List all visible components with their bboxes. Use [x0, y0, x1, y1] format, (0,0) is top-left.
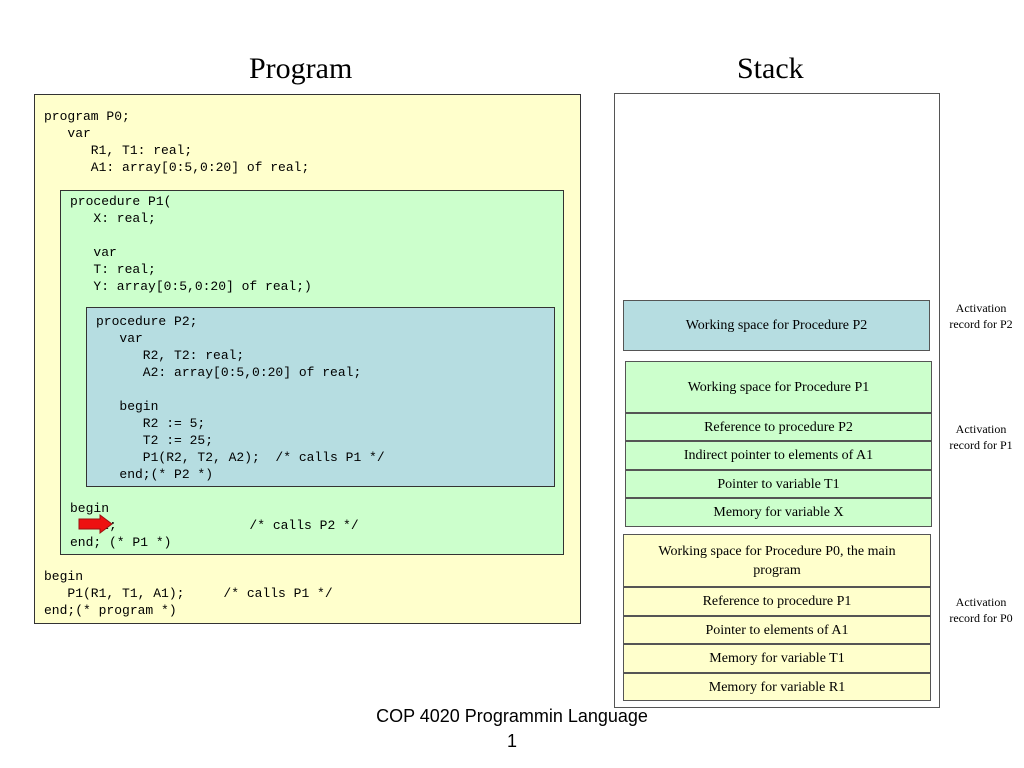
procedure-p1-body-code: begin P2; /* calls P2 */ end; (* P1 *) [70, 501, 359, 550]
procedure-p2-box [86, 307, 555, 487]
stack-p1-working-space: Working space for Procedure P1 [625, 361, 932, 413]
stack-p2-working-space: Working space for Procedure P2 [623, 300, 930, 351]
procedure-p2-code: procedure P2; var R2, T2: real; A2: arra… [96, 314, 385, 482]
program-title: Program [249, 52, 353, 85]
stack-p1-pointer-t1: Pointer to variable T1 [625, 470, 932, 498]
procedure-p1-header-code: procedure P1( X: real; var T: real; Y: a… [70, 194, 312, 294]
stack-title: Stack [737, 52, 804, 85]
footer-course-title: COP 4020 Programmin Language [376, 706, 648, 726]
stack-p0-working-space: Working space for Procedure P0, the main… [623, 534, 931, 587]
footer-page-number: 1 [506, 731, 517, 751]
stack-p1-reference-p2: Reference to procedure P2 [625, 413, 932, 441]
activation-record-p0-label: Activation record for P0 [949, 595, 1013, 625]
program-p0-header-code: program P0; var R1, T1: real; A1: array[… [44, 109, 310, 175]
right-arrow-icon [78, 514, 113, 534]
stack-p0-memory-r1: Memory for variable R1 [623, 673, 931, 701]
activation-record-p2-label: Activation record for P2 [949, 301, 1013, 331]
stack-p1-indirect-pointer-a1: Indirect pointer to elements of A1 [625, 441, 932, 470]
stack-p0-reference-p1: Reference to procedure P1 [623, 587, 931, 616]
stack-p0-pointer-a1: Pointer to elements of A1 [623, 616, 931, 644]
program-p0-body-code: begin P1(R1, T1, A1); /* calls P1 */ end… [44, 569, 333, 618]
activation-record-p1-label: Activation record for P1 [949, 422, 1013, 452]
stack-p1-memory-x: Memory for variable X [625, 498, 932, 527]
stack-p0-memory-t1: Memory for variable T1 [623, 644, 931, 673]
